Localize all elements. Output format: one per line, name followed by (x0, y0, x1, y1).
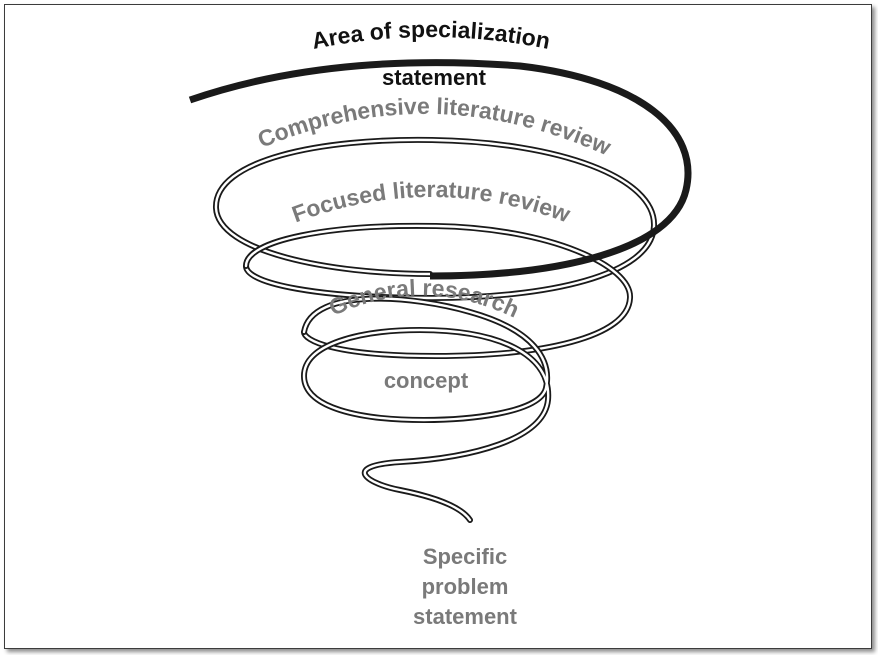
level-label-concept: concept (384, 368, 469, 393)
specialization-arc (188, 59, 692, 280)
spiral-tube (212, 136, 658, 523)
bottom-label-line2: problem (422, 574, 509, 599)
top-label-line1: Area of specialization (310, 16, 553, 54)
level-label-general: General research (325, 274, 523, 322)
bottom-label-line3: statement (413, 604, 518, 629)
bottom-label-line1: Specific (423, 544, 507, 569)
diagram-frame (4, 4, 872, 649)
top-label-line2: statement (382, 65, 487, 90)
level-label-focused: Focused literature review (288, 176, 573, 227)
